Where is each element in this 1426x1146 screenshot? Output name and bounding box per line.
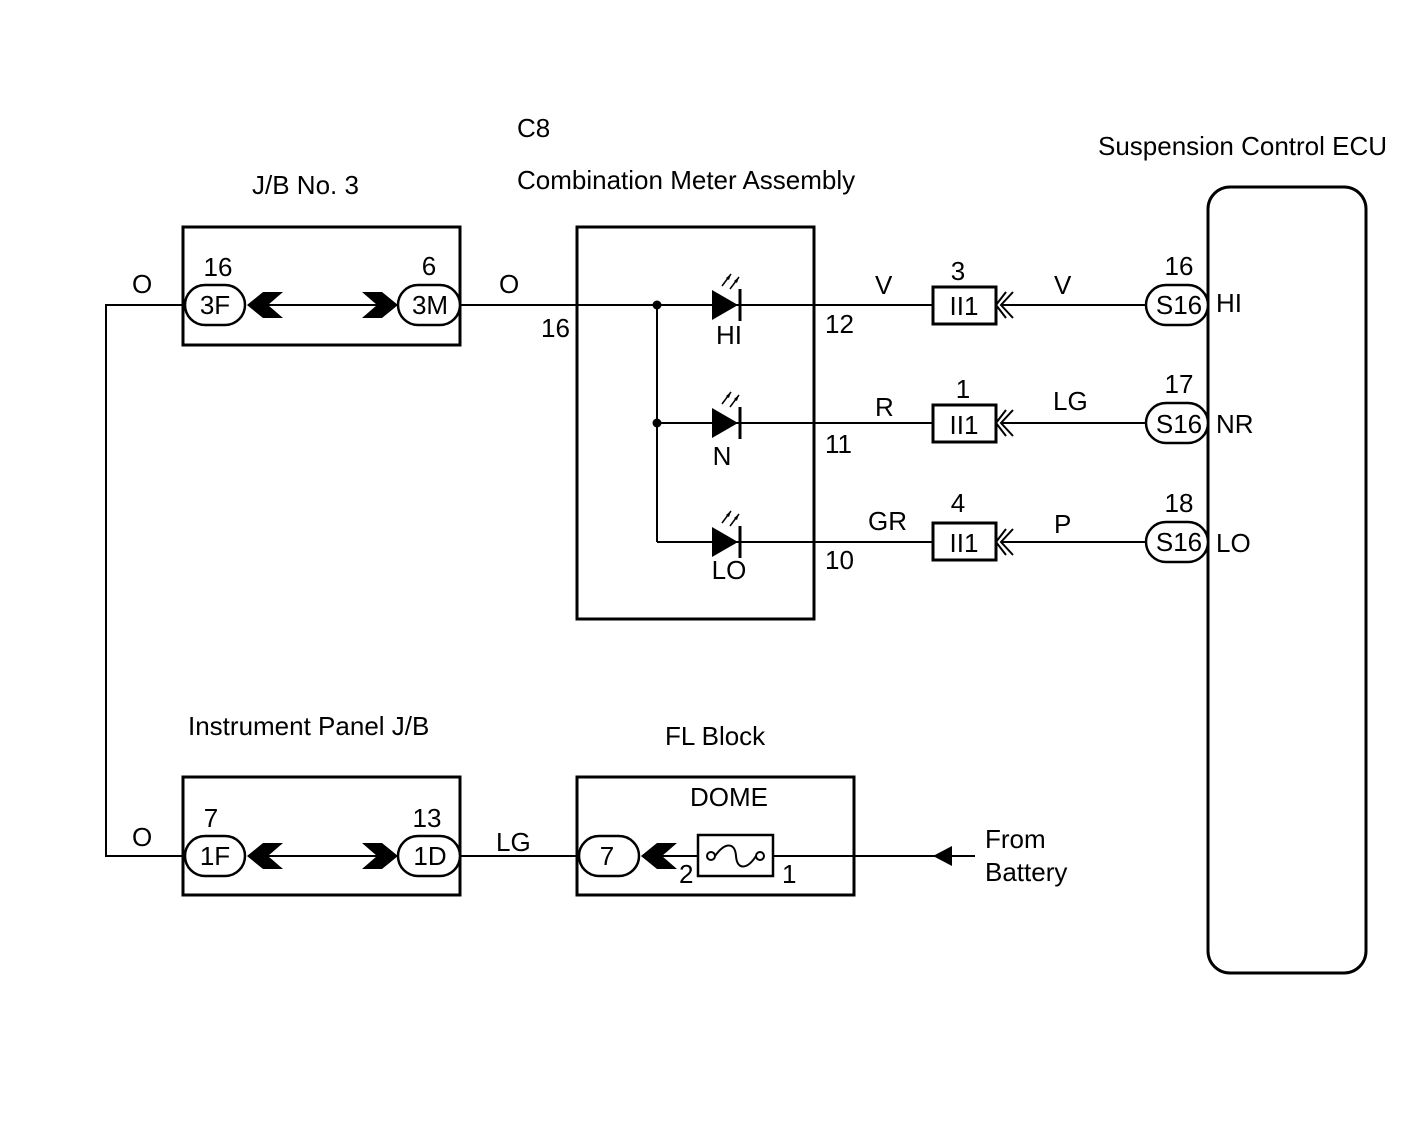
ecu-pin: 18	[1165, 488, 1194, 518]
meter-pin-10: 10	[825, 545, 854, 575]
fl-block-chevron-icon	[641, 843, 677, 869]
fuse-name: DOME	[690, 782, 768, 812]
led-n-icon	[710, 390, 742, 441]
junction-pin: 3	[951, 256, 965, 286]
junction-pin: 4	[951, 488, 965, 518]
ip-jb-connector-1f	[183, 834, 247, 878]
jb3-left-chevron-icon	[247, 292, 283, 318]
led-lo-icon	[710, 509, 742, 560]
ecu-terminal-label: LO	[1216, 528, 1251, 558]
ecu-terminal-label: NR	[1216, 409, 1254, 439]
ip-jb-title: Instrument Panel J/B	[188, 711, 429, 741]
led-lo-label: LO	[712, 555, 747, 585]
fuse-terminal-dot	[706, 851, 716, 861]
wire-color-ecu-lo: P	[1054, 509, 1071, 539]
ip-jb-right-pin: 13	[413, 803, 442, 833]
wire-color-meter-n: R	[875, 392, 894, 422]
wire-color-jb3-right: O	[499, 269, 519, 299]
ecu-terminal-label: HI	[1216, 288, 1242, 318]
ecu-pin: 16	[1165, 251, 1194, 281]
ecu-title: Suspension Control ECU	[1098, 131, 1387, 161]
fl-block-connector	[577, 834, 641, 878]
jb3-right-chevron-icon	[362, 292, 398, 318]
battery-arrow-icon	[933, 846, 952, 866]
fuse-element-icon	[714, 844, 757, 868]
fuse-terminal-dot	[755, 851, 765, 861]
left-feed-wire	[105, 304, 185, 857]
led-hi-label: HI	[716, 320, 742, 350]
ip-jb-left-conn-label: 1F	[200, 841, 230, 871]
meter-pin-11: 11	[825, 429, 852, 459]
junction-conn-label: II1	[950, 291, 979, 321]
ecu-connector-s16	[1144, 520, 1210, 564]
led-hi-icon	[710, 272, 742, 323]
meter-code: C8	[517, 113, 550, 143]
fl-block-box	[575, 775, 856, 897]
ip-jb-left-chevron-icon	[247, 843, 283, 869]
ecu-connector-s16	[1144, 401, 1210, 445]
meter-title: Combination Meter Assembly	[517, 165, 855, 195]
wire-color-ip-left: O	[132, 822, 152, 852]
ecu-conn-label: S16	[1156, 409, 1202, 439]
jb3-right-pin: 6	[422, 251, 436, 281]
wire-color-meter-hi: V	[875, 270, 893, 300]
ecu-pin: 17	[1165, 369, 1194, 399]
junction-chevron-icon	[994, 409, 1007, 437]
ip-jb-right-conn-label: 1D	[413, 841, 446, 871]
meter-input-pin: 16	[541, 313, 570, 343]
junction-conn-label: II1	[950, 528, 979, 558]
wire-color-ip-to-fl: LG	[496, 827, 531, 857]
fl-block-title: FL Block	[665, 721, 766, 751]
meter-pin-12: 12	[825, 309, 854, 339]
wire-color-ecu-hi: V	[1054, 270, 1072, 300]
wire-color-meter-lo: GR	[868, 506, 907, 536]
jb3-left-pin: 16	[204, 252, 233, 282]
jb3-left-conn-label: 3F	[200, 290, 230, 320]
ip-jb-box	[181, 775, 462, 897]
ecu-connector-s16	[1144, 283, 1210, 327]
jb3-title: J/B No. 3	[252, 170, 359, 200]
jb3-connector-3f	[183, 283, 247, 327]
ecu-conn-label: S16	[1156, 290, 1202, 320]
jb3-right-conn-label: 3M	[412, 290, 448, 320]
junction-conn-label: II1	[950, 410, 979, 440]
jb3-box	[181, 225, 462, 347]
ip-jb-right-chevron-icon	[362, 843, 398, 869]
led-n-label: N	[713, 441, 732, 471]
battery-label-line1: From	[985, 824, 1046, 854]
fuse-pin-in: 1	[782, 859, 796, 889]
junction-pin: 1	[956, 374, 970, 404]
wire-color-jb3-left: O	[132, 269, 152, 299]
battery-label-line2: Battery	[985, 857, 1067, 887]
fl-block-conn-label: 7	[600, 841, 614, 871]
wire-color-ecu-nr: LG	[1053, 386, 1088, 416]
ip-jb-left-pin: 7	[204, 803, 218, 833]
fuse-pin-out: 2	[679, 859, 693, 889]
junction-chevron-icon	[994, 291, 1007, 319]
ecu-box	[1206, 185, 1368, 975]
ecu-conn-label: S16	[1156, 527, 1202, 557]
junction-chevron-icon	[994, 528, 1007, 556]
